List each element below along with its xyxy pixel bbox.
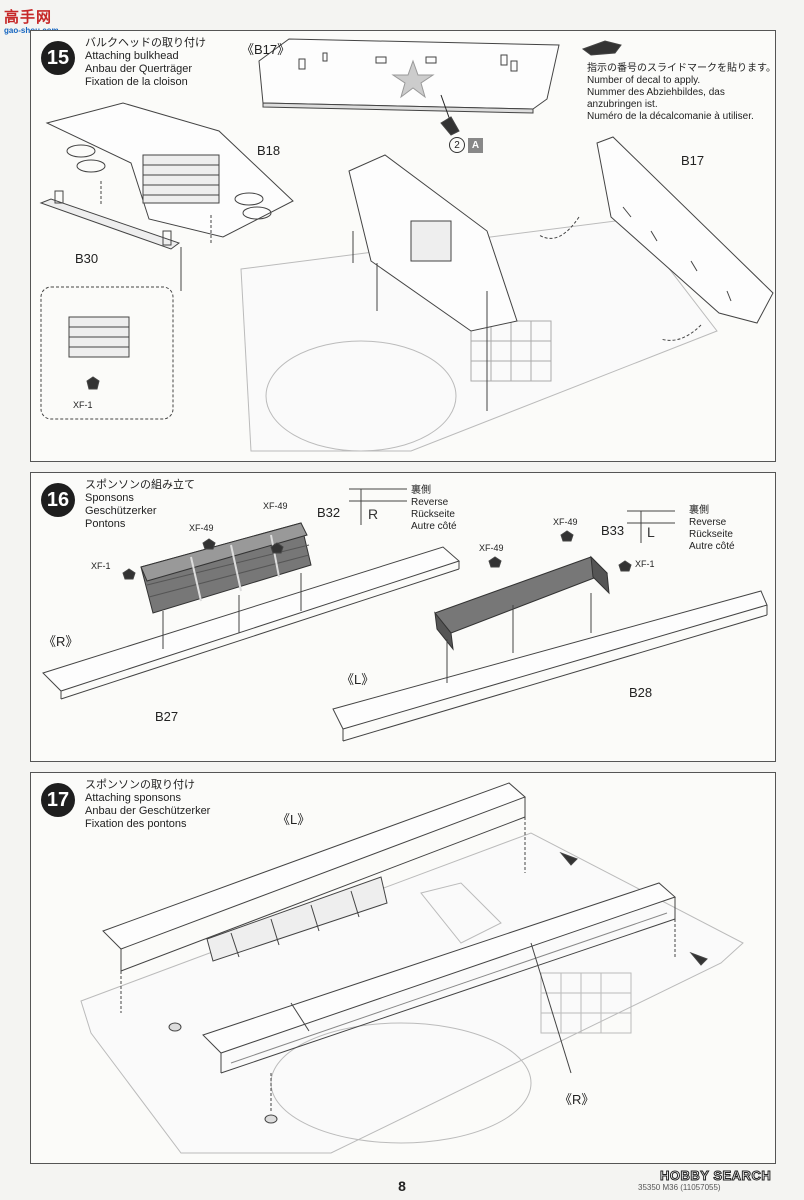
label-b17: B17	[681, 153, 705, 168]
step-15-number: 15	[41, 41, 75, 75]
decal-reference: 2 A	[449, 137, 483, 153]
decal-note-en: Number of decal to apply.	[587, 75, 701, 86]
step-15-diagram	[39, 38, 774, 452]
step-15-title-en: Attaching bulkhead	[85, 50, 179, 62]
label-b30: B30	[75, 251, 99, 266]
step-16-panel: 16 スポンソンの組み立て Sponsons Geschützerker Pon…	[30, 472, 776, 762]
watermark-logo-text: 高手网	[4, 9, 53, 26]
decal-note-de-1: Nummer des Abziehbildes, das	[587, 87, 725, 98]
reverse-l-jp: 裏側	[689, 505, 709, 516]
decal-instruction-note: 指示の番号のスライドマークを貼ります。 Number of decal to a…	[587, 63, 776, 123]
step-16-title-jp: スポンソンの組み立て	[85, 479, 195, 491]
step-15-title-fr: Fixation de la cloison	[85, 76, 188, 88]
step-15-title-de: Anbau der Querträger	[85, 63, 193, 75]
paint-xf1-right: XF-1	[635, 559, 655, 569]
reverse-l-fr: Autre côté	[689, 541, 735, 552]
step-17-title-en: Attaching sponsons	[85, 792, 182, 804]
reverse-note-r: 裏側 Reverse Rückseite Autre côté	[411, 485, 457, 533]
label-b27: B27	[155, 709, 179, 724]
reverse-r-en: Reverse	[411, 497, 449, 508]
step-17-diagram	[80, 782, 744, 1154]
label-l-sponson: 《L》	[341, 672, 375, 687]
paint-xf49-left-b: XF-49	[263, 501, 288, 511]
decal-number: 2	[449, 137, 465, 153]
step-16-title-fr: Pontons	[85, 518, 126, 530]
step-17-title-fr: Fixation des pontons	[85, 818, 187, 830]
label-b28: B28	[629, 685, 653, 700]
reverse-r-glyph: R	[368, 506, 378, 522]
catalog-number: 35350 M36 (11057055)	[638, 1183, 721, 1192]
paint-xf1-left: XF-1	[91, 561, 111, 571]
reverse-note-l: 裏側 Reverse Rückseite Autre côté	[689, 505, 735, 553]
step-17-title: スポンソンの取り付け Attaching sponsons Anbau der …	[85, 779, 210, 831]
paint-xf49-left-a: XF-49	[189, 523, 214, 533]
reverse-l-glyph: L	[647, 524, 655, 540]
reverse-l-de: Rückseite	[689, 529, 733, 540]
step-16-title-de: Geschützerker	[85, 505, 157, 517]
paint-xf49-right-b: XF-49	[553, 517, 578, 527]
reverse-r-jp: 裏側	[411, 485, 431, 496]
step-16-title-en: Sponsons	[85, 492, 134, 504]
label-r-sponson: 《R》	[43, 634, 79, 649]
step-16-title: スポンソンの組み立て Sponsons Geschützerker Ponton…	[85, 479, 195, 531]
reverse-r-fr: Autre côté	[411, 521, 457, 532]
step-15-panel: 15 バルクヘッドの取り付け Attaching bulkhead Anbau …	[30, 30, 776, 462]
label-b18: B18	[257, 143, 281, 158]
label-b33: B33	[601, 523, 625, 538]
step-17-title-jp: スポンソンの取り付け	[85, 779, 195, 791]
step-15-title-jp: バルクヘッドの取り付け	[85, 37, 206, 49]
paint-xf1-step15: XF-1	[73, 400, 93, 410]
step-16-number: 16	[41, 483, 75, 517]
step-17-number: 17	[41, 783, 75, 817]
reverse-l-en: Reverse	[689, 517, 727, 528]
hobby-search-watermark: HOBBY SEARCH	[659, 1168, 772, 1184]
page-number: 8	[398, 1178, 406, 1194]
reverse-r-de: Rückseite	[411, 509, 455, 520]
label-r-sponson-17: 《R》	[559, 1092, 595, 1107]
step-16-diagram: R L	[42, 488, 768, 742]
step-17-title-de: Anbau der Geschützerker	[85, 805, 211, 817]
decal-note-fr: Numéro de la décalcomanie à utiliser.	[587, 111, 754, 122]
label-b17-top: 《B17》	[241, 42, 291, 57]
label-l-sponson-17: 《L》	[277, 812, 311, 827]
decal-sheet-letter: A	[468, 137, 483, 153]
step-17-panel: 17 スポンソンの取り付け Attaching sponsons Anbau d…	[30, 772, 776, 1164]
decal-note-jp: 指示の番号のスライドマークを貼ります。	[587, 63, 776, 74]
decal-note-de-2: anzubringen ist.	[587, 99, 658, 110]
label-b32: B32	[317, 505, 341, 520]
paint-xf49-right-a: XF-49	[479, 543, 504, 553]
step-15-title: バルクヘッドの取り付け Attaching bulkhead Anbau der…	[85, 37, 206, 89]
